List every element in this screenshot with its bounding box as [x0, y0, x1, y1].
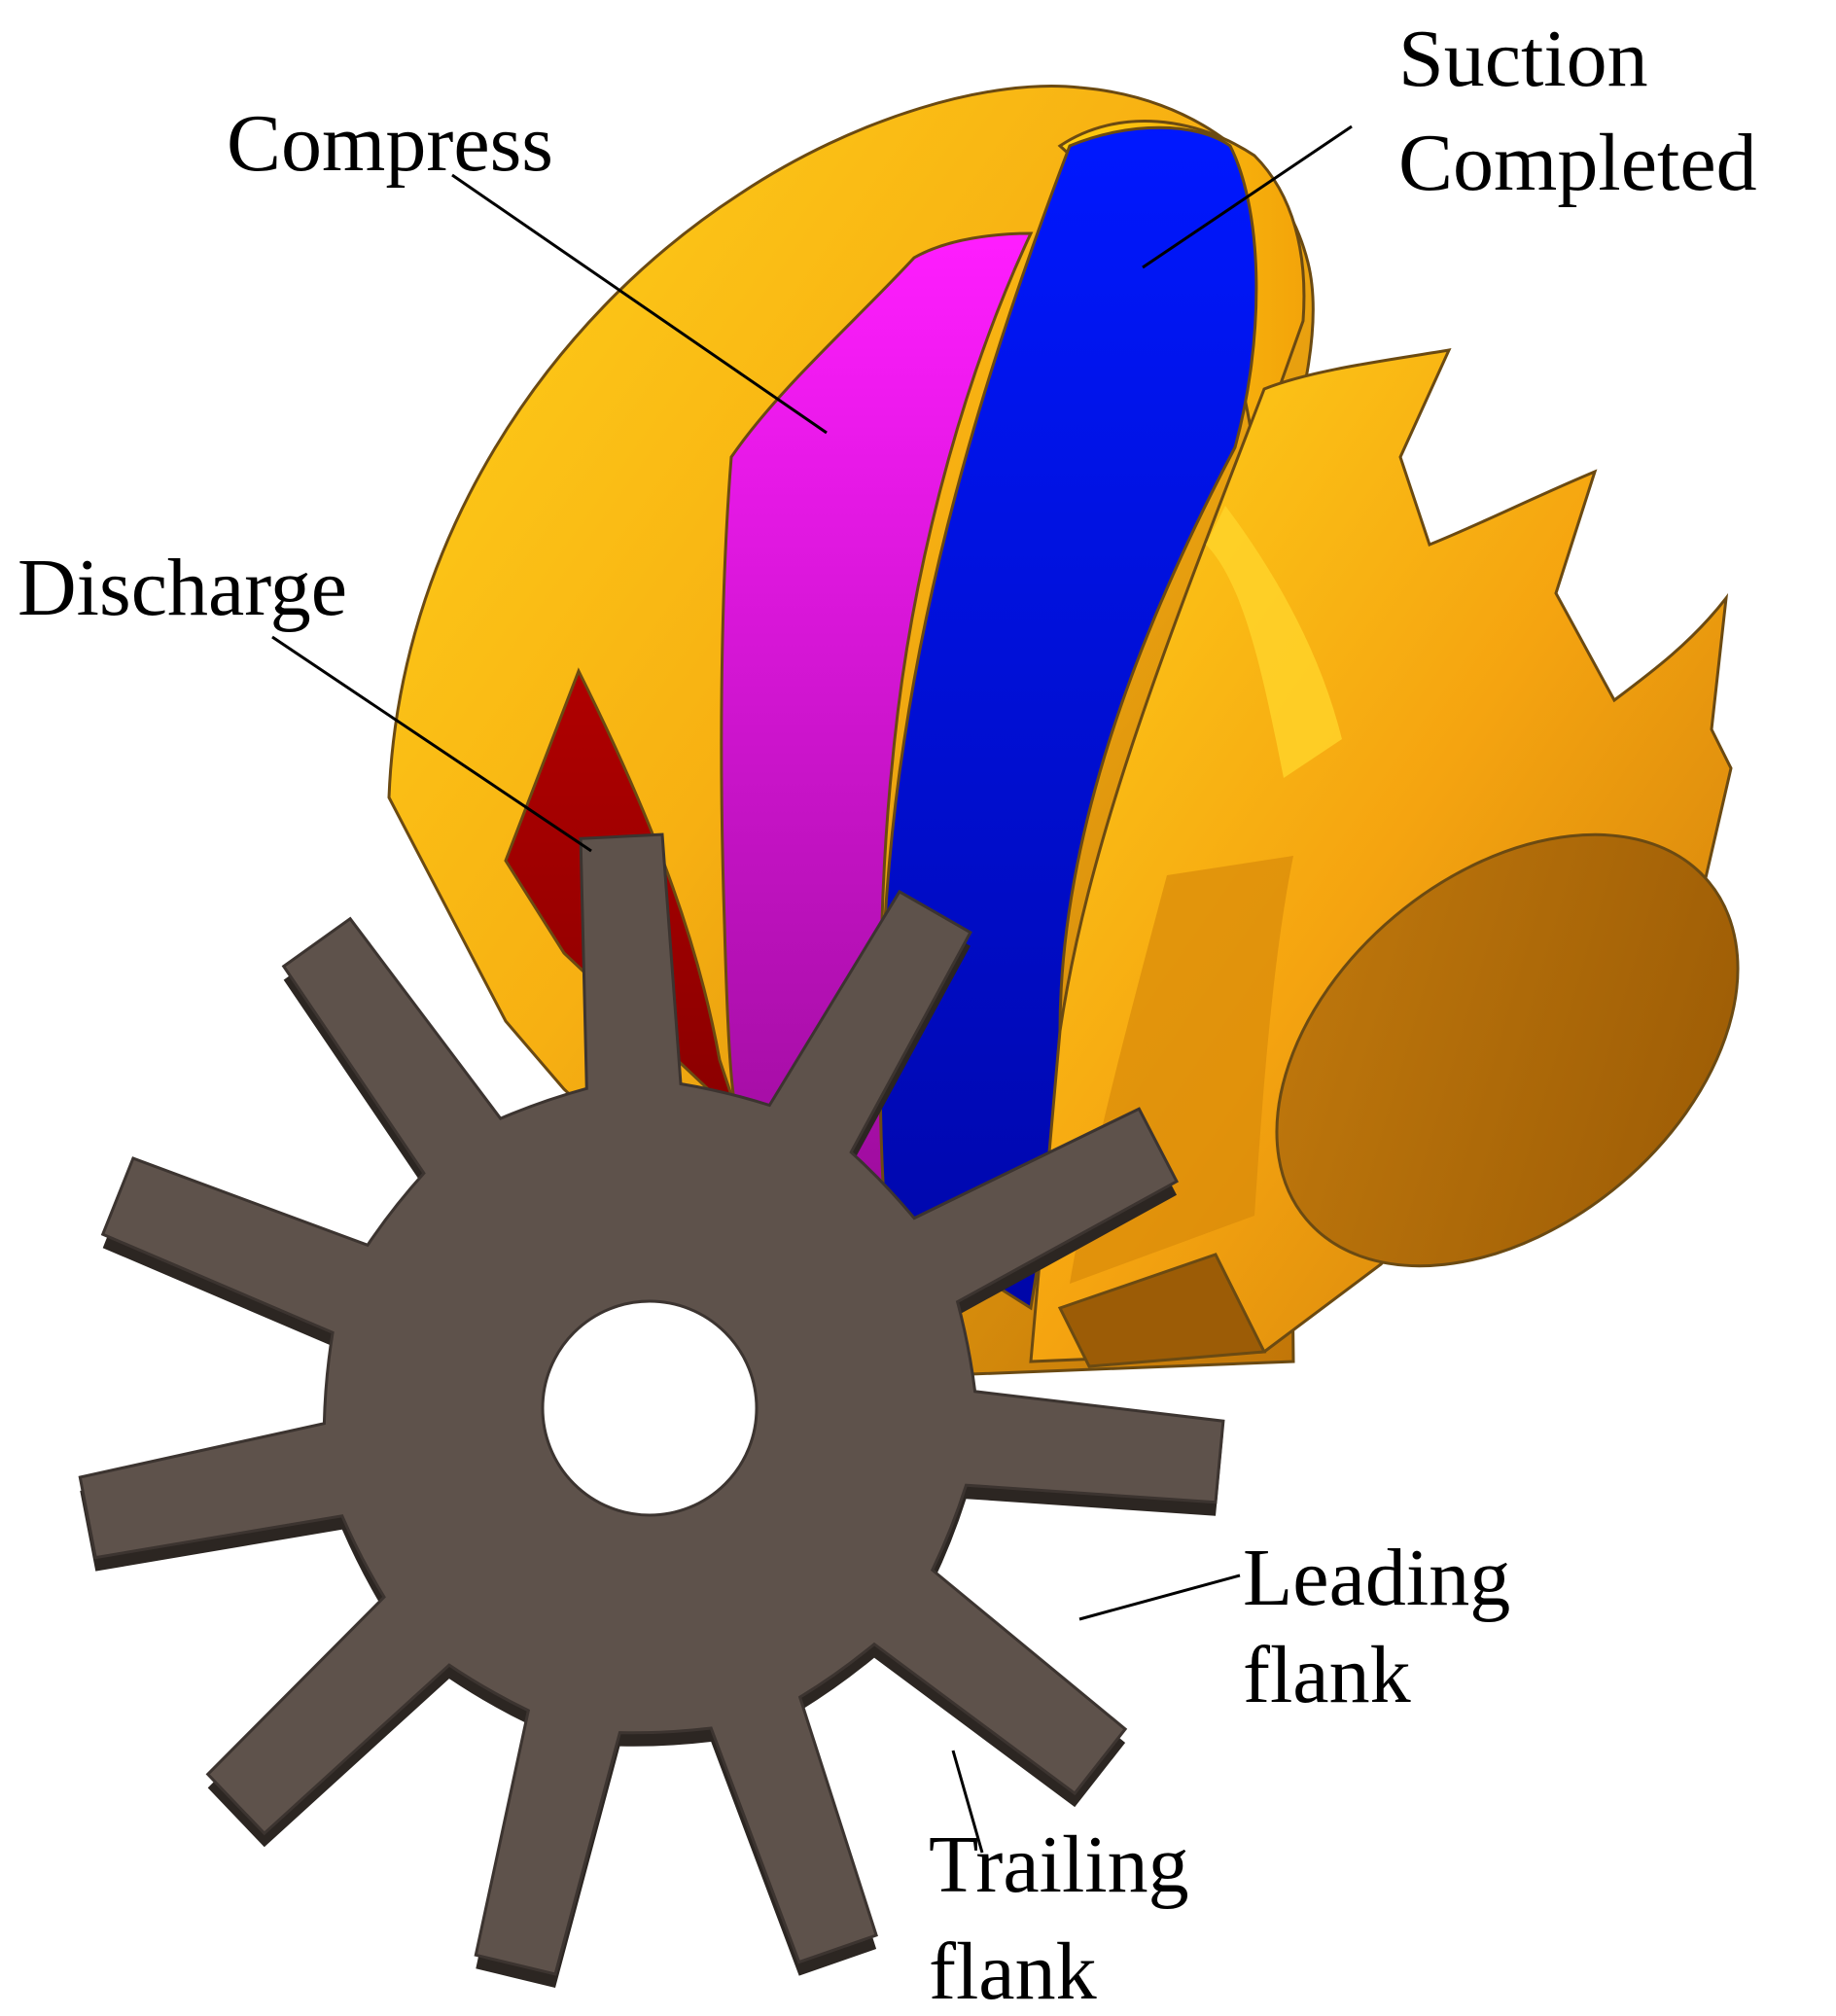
rotor-end-rim	[1057, 1253, 1267, 1368]
gate-rotor-center-hole	[541, 1299, 759, 1517]
discharge-label: Discharge	[18, 543, 347, 633]
rotor-end-face	[1275, 832, 1740, 1268]
compress-leader-line	[451, 173, 828, 435]
suction-completed-label-line2: Completed	[1398, 118, 1757, 208]
leading-flank-leader-line	[1078, 1574, 1241, 1621]
compress-label: Compress	[227, 98, 553, 189]
rotor-flute-highlight	[1206, 506, 1342, 778]
trailing-flank-label-line2: flank	[929, 1927, 1097, 2016]
leading-flank-label-line2: flank	[1243, 1630, 1411, 1720]
discharge-leader-line	[271, 635, 592, 853]
suction-leader-line	[1142, 124, 1353, 269]
trailing-flank-leader-line	[951, 1750, 984, 1854]
leading-flank-label-line1: Leading	[1243, 1533, 1510, 1623]
suction-completed-label-line1: Suction	[1398, 14, 1648, 104]
trailing-flank-label-line1: Trailing	[929, 1820, 1189, 1910]
gate-rotor	[78, 832, 1225, 1988]
